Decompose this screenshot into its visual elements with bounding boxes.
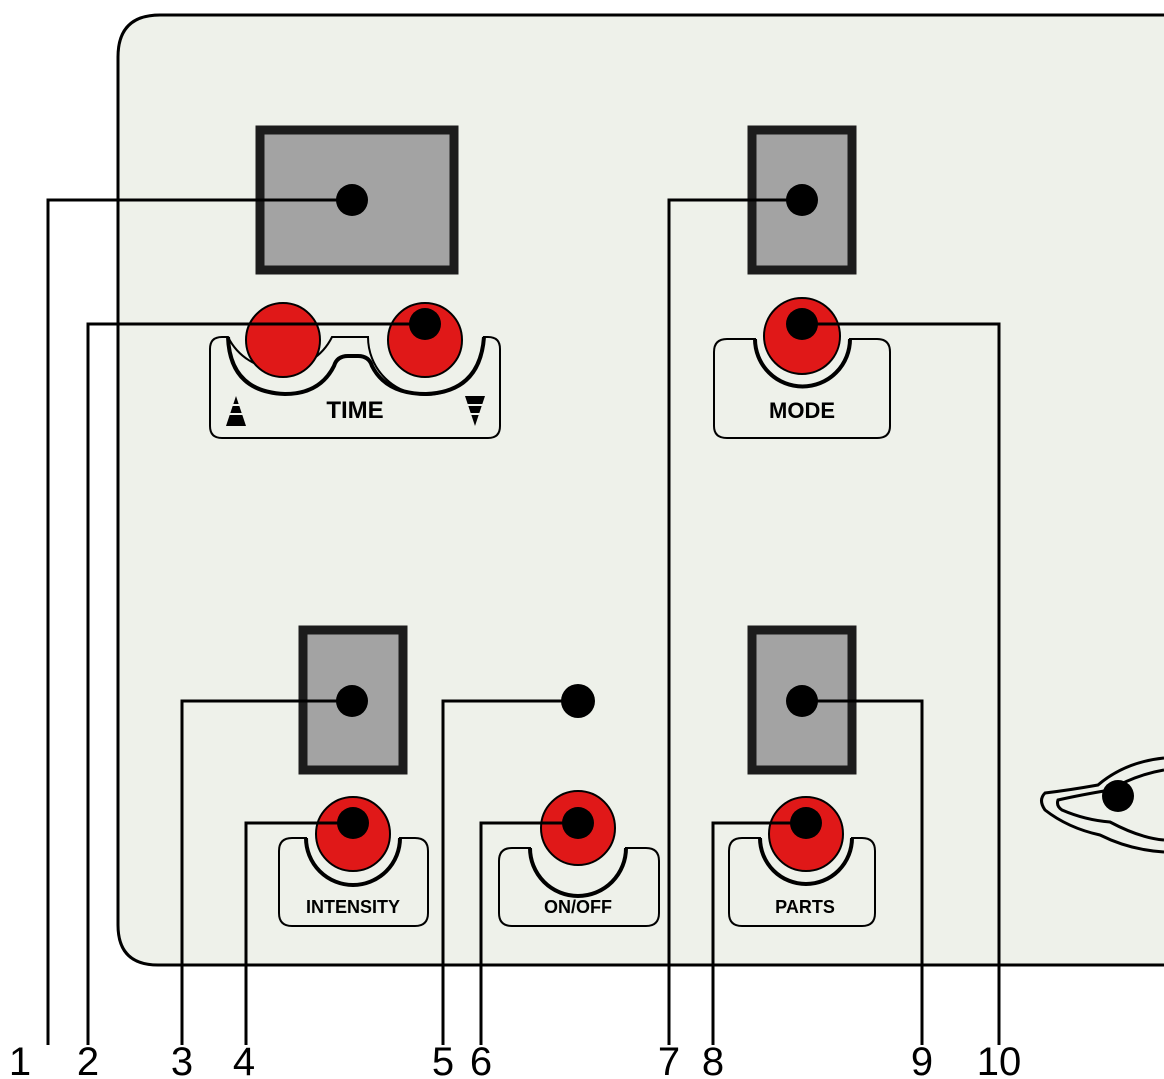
- callout-number-5: 5: [432, 1040, 454, 1079]
- callout-dot-1: [336, 184, 368, 216]
- leader-3: [180, 699, 352, 1045]
- callout-dot-6: [562, 807, 594, 839]
- leader-4: [244, 821, 353, 1045]
- time-up-button[interactable]: [245, 302, 321, 378]
- parts-label: PARTS: [775, 897, 835, 917]
- callout-dot-2: [409, 308, 441, 340]
- parts-button-plate: PARTS: [728, 837, 876, 927]
- leader-8: [711, 821, 806, 1045]
- callout-number-6: 6: [470, 1040, 492, 1079]
- intensity-label: INTENSITY: [306, 897, 400, 917]
- leader-1: [46, 198, 352, 1045]
- leader-9: [802, 699, 924, 1045]
- callout-dot-9: [786, 685, 818, 717]
- callout-dot-hand: [1102, 780, 1134, 812]
- mode-button-plate: MODE: [713, 338, 891, 439]
- callout-dot-3: [336, 685, 368, 717]
- leader-7: [667, 198, 802, 1045]
- onoff-label: ON/OFF: [544, 897, 612, 917]
- time-up-arrow-icon: [226, 396, 246, 426]
- callout-dot-4: [337, 807, 369, 839]
- callout-dot-8: [790, 807, 822, 839]
- leader-5: [441, 699, 578, 1045]
- time-down-arrow-icon: [465, 396, 485, 426]
- callout-number-8: 8: [702, 1040, 724, 1079]
- leader-2: [86, 322, 425, 1045]
- callout-number-7: 7: [658, 1040, 680, 1079]
- mode-label: MODE: [769, 398, 835, 423]
- callout-leaders: [46, 198, 1001, 1045]
- onoff-button-plate: ON/OFF: [498, 847, 660, 927]
- callout-dots: [336, 184, 1134, 839]
- callout-number-2: 2: [77, 1040, 99, 1079]
- callout-number-10: 10: [977, 1040, 1022, 1079]
- callout-number-9: 9: [911, 1040, 933, 1079]
- leader-10: [802, 322, 1001, 1045]
- callout-number-4: 4: [233, 1040, 255, 1079]
- callout-number-3: 3: [171, 1040, 193, 1079]
- callout-dot-7: [786, 184, 818, 216]
- time-label: TIME: [326, 397, 383, 424]
- intensity-button-plate: INTENSITY: [278, 837, 429, 927]
- callout-dot-10: [786, 308, 818, 340]
- leader-6: [479, 821, 578, 1045]
- callout-number-1: 1: [9, 1040, 31, 1079]
